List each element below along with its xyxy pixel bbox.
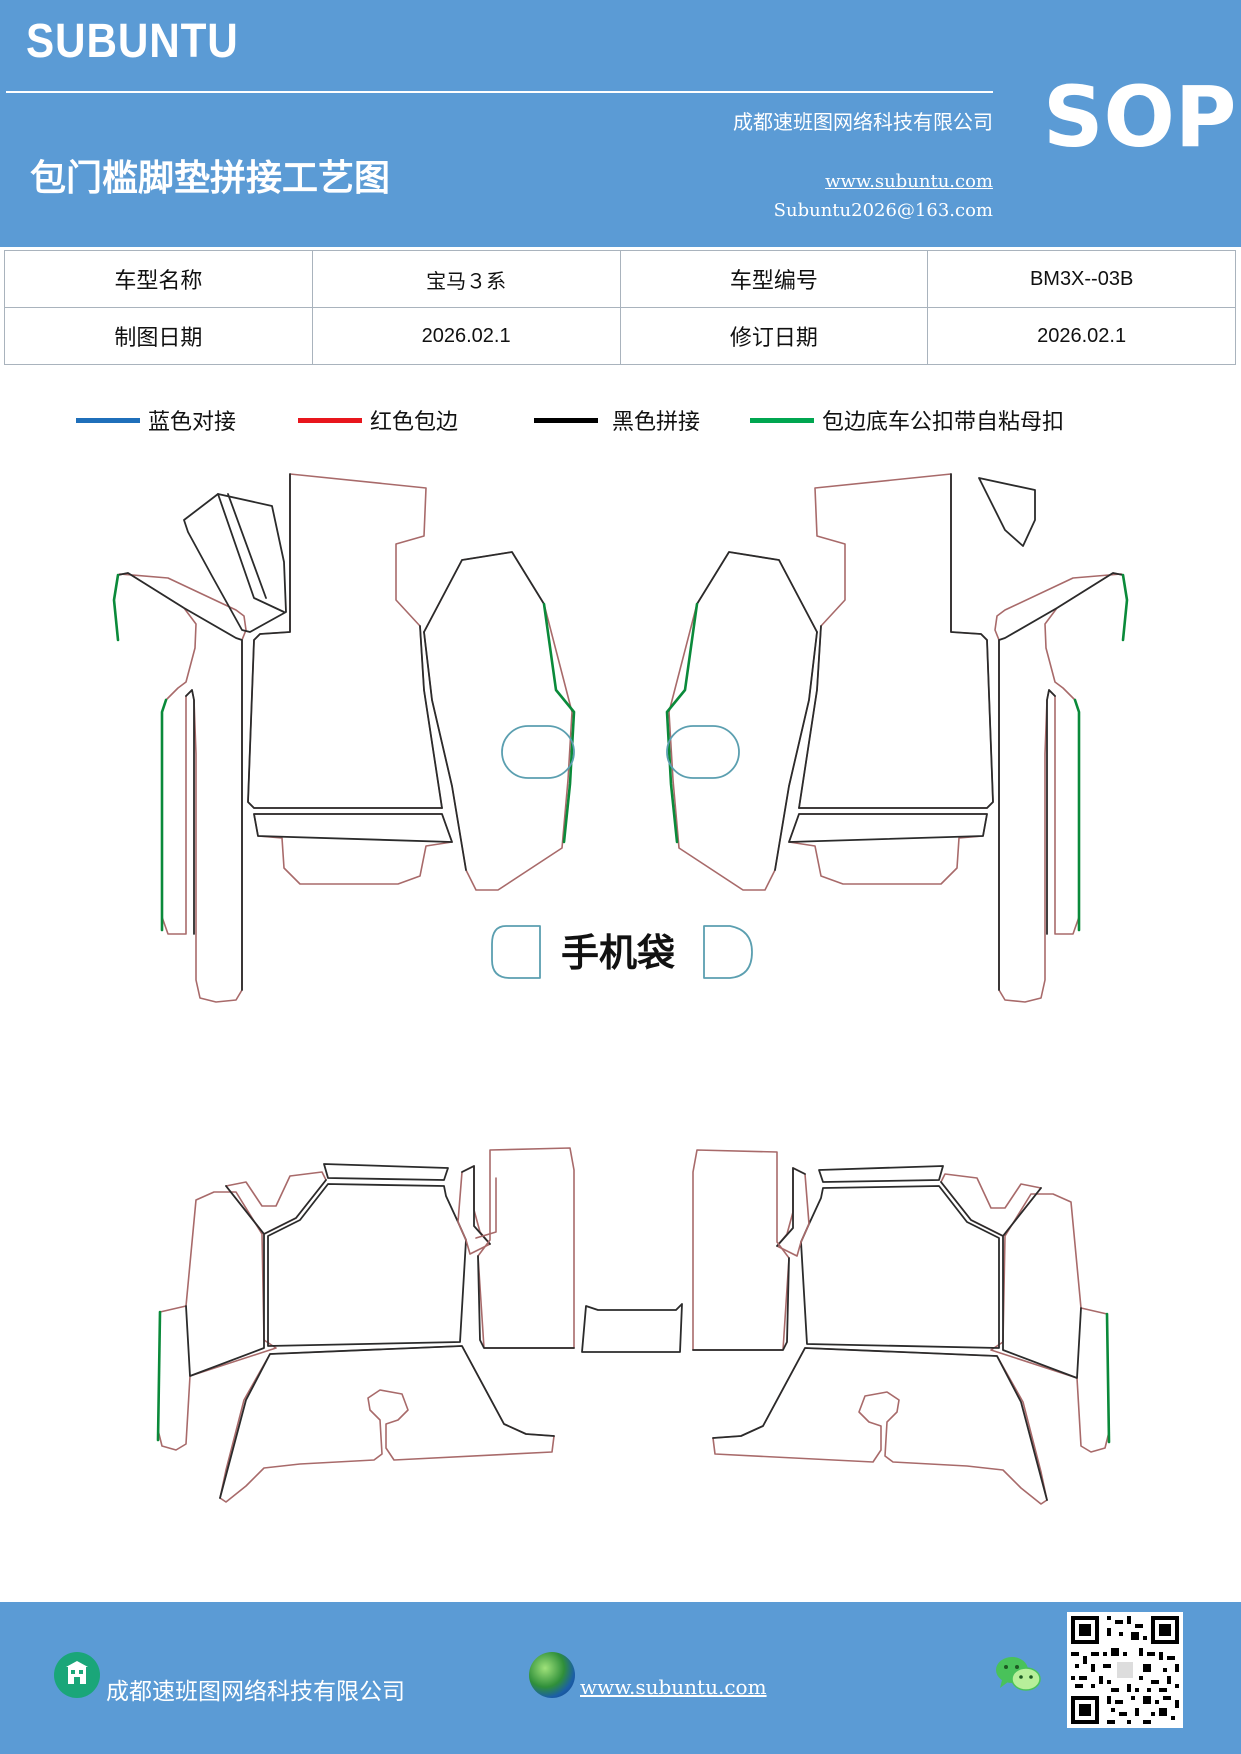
legend-item-blue: 蓝色对接 — [76, 402, 236, 438]
legend-swatch-blue — [76, 417, 140, 423]
draw-date-value: 2026.02.1 — [311, 307, 621, 365]
phone-pocket-label: 手机袋 — [561, 931, 675, 975]
model-code-label: 车型编号 — [619, 250, 929, 308]
rear-right-mats — [692, 1149, 1111, 1505]
legend-label: 包边底车公扣带自粘母扣 — [822, 410, 1065, 435]
revise-date-label: 修订日期 — [619, 307, 929, 365]
legend-label: 黑色拼接 — [612, 410, 701, 435]
header-divider — [6, 91, 993, 93]
color-legend: 蓝色对接 红色包边 黑色拼接 包边底车公扣带自粘母扣 — [0, 402, 1241, 442]
header-company: 成都速班图网络科技有限公司 — [733, 110, 993, 134]
model-name-label: 车型名称 — [4, 250, 313, 308]
legend-label: 蓝色对接 — [148, 410, 237, 435]
table-row: 制图日期 2026.02.1 修订日期 2026.02.1 — [4, 307, 1236, 365]
rear-left-mats — [156, 1147, 575, 1503]
brand-logo: SUBUNTU — [26, 15, 239, 68]
header-website-link[interactable]: www.subuntu.com — [825, 171, 993, 192]
info-table: 车型名称 宝马３系 车型编号 BM3X--03B 制图日期 2026.02.1 … — [4, 250, 1236, 365]
header-banner: SUBUNTU 成都速班图网络科技有限公司 包门槛脚垫拼接工艺图 www.sub… — [0, 0, 1241, 247]
table-row: 车型名称 宝马３系 车型编号 BM3X--03B — [4, 250, 1236, 308]
front-right-mats — [665, 473, 1129, 1003]
globe-icon — [529, 1652, 575, 1698]
rear-center-hump-mat — [581, 1303, 683, 1353]
building-icon — [54, 1652, 100, 1698]
page-title: 包门槛脚垫拼接工艺图 — [30, 158, 391, 199]
legend-swatch-green — [750, 417, 814, 423]
phone-pocket-right-tab — [703, 925, 753, 979]
sop-badge: SOP — [1043, 68, 1237, 166]
legend-swatch-red — [298, 417, 362, 423]
wechat-icon[interactable] — [994, 1654, 1042, 1694]
footer-banner: 成都速班图网络科技有限公司 www.subuntu.com — [0, 1602, 1241, 1754]
floor-mat-pattern-drawing: 手机袋 — [112, 473, 1129, 1505]
footer-website-link[interactable]: www.subuntu.com — [580, 1675, 767, 1699]
legend-item-green: 包边底车公扣带自粘母扣 — [750, 402, 1064, 438]
footer-company: 成都速班图网络科技有限公司 — [106, 1679, 405, 1705]
header-email: Subuntu2026@163.com — [773, 200, 993, 221]
qr-code-image — [1067, 1612, 1183, 1728]
draw-date-label: 制图日期 — [4, 307, 313, 365]
phone-pocket-left-tab — [491, 925, 541, 979]
legend-item-black: 黑色拼接 — [534, 402, 700, 438]
model-code-value: BM3X--03B — [927, 250, 1236, 308]
revise-date-value: 2026.02.1 — [927, 307, 1236, 365]
legend-item-red: 红色包边 — [298, 402, 458, 438]
legend-label: 红色包边 — [370, 410, 459, 435]
front-left-mats — [112, 473, 576, 1003]
model-name-value: 宝马３系 — [311, 250, 621, 308]
legend-swatch-black — [534, 417, 598, 423]
